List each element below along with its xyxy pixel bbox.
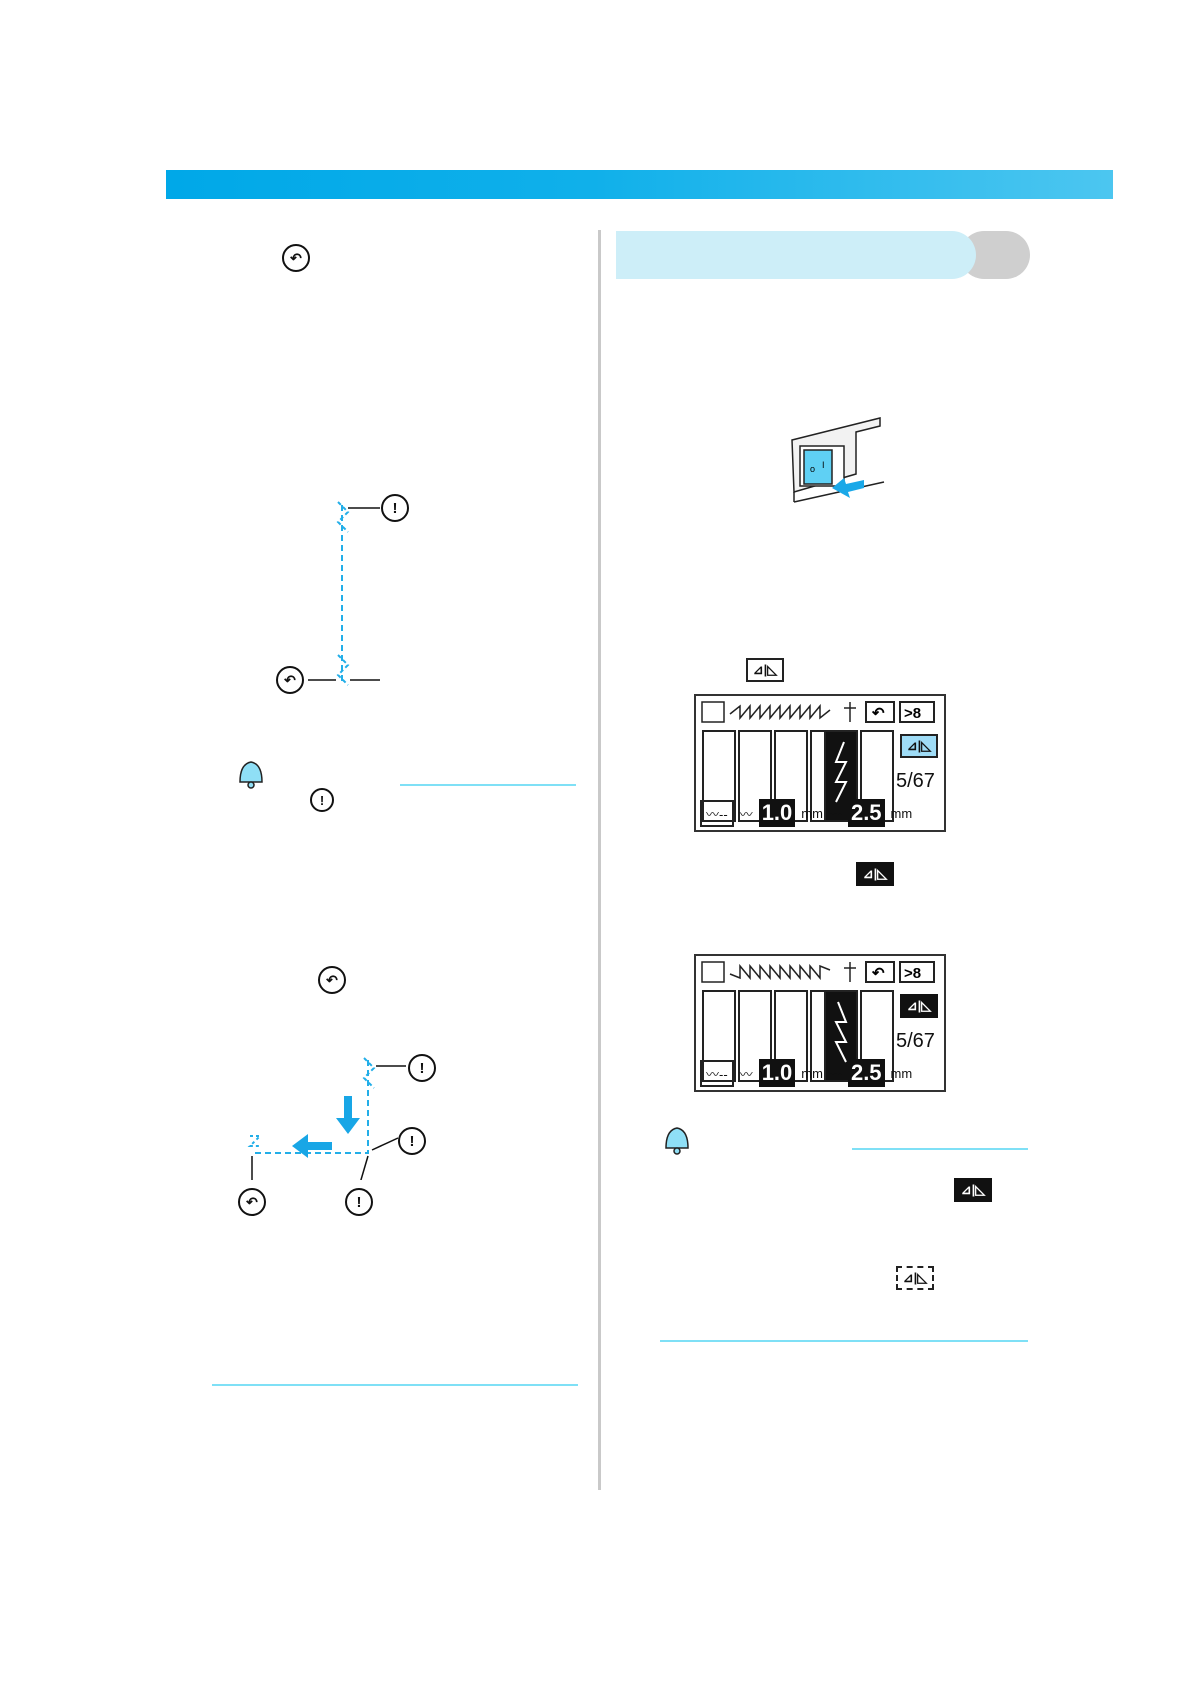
stitch-pattern-cell-selected: [824, 730, 858, 822]
stitch-length-unit: mm: [890, 805, 913, 821]
stitch-width-value: 1.0: [758, 799, 796, 827]
lcd-top-status-row: ↶ >8: [701, 701, 935, 723]
svg-text:>8: >8: [904, 965, 921, 982]
lcd-top-status-row: ↶ >8: [701, 961, 935, 983]
svg-text:↶: ↶: [871, 705, 885, 722]
reinforcement-stitch-icon: !: [310, 788, 334, 812]
column-divider: [598, 230, 601, 1490]
stitch-type-button: 〰--: [700, 1059, 734, 1087]
reverse-stitch-icon: ↶: [276, 666, 304, 694]
lcd-screen-mirrored: ↶ >8 ⊿|◺ 5/67 〰-- 〰 1.0 mm --- 2.5 mm: [694, 954, 946, 1092]
stitch-diagram-straight: [308, 501, 380, 686]
mirror-image-icon: ⊿|◺: [896, 1266, 934, 1290]
reinforcement-stitch-icon: !: [398, 1127, 426, 1155]
stitch-length-value: 2.5: [847, 799, 885, 827]
pattern-counter: 5/67: [896, 1030, 935, 1052]
mirror-image-icon: ⊿|◺: [900, 734, 938, 758]
memo-rule-top: [852, 1148, 1028, 1150]
mirror-image-icon: ⊿|◺: [746, 658, 784, 682]
memo-bell-icon: [239, 761, 263, 789]
reinforcement-stitch-icon: !: [408, 1054, 436, 1082]
memo-rule-top: [400, 784, 576, 786]
reinforcement-stitch-icon: !: [381, 494, 409, 522]
stitch-length-value: 2.5: [847, 1059, 885, 1087]
stitch-type-button: 〰--: [700, 799, 734, 827]
lcd-bottom-row: 〰-- 〰 1.0 mm --- 2.5 mm: [700, 798, 940, 828]
mirror-image-icon: ⊿|◺: [954, 1178, 992, 1202]
stitch-width-unit: mm: [801, 805, 823, 821]
reverse-stitch-icon: ↶: [238, 1188, 266, 1216]
length-icon: ---: [828, 805, 842, 821]
svg-text:↶: ↶: [871, 965, 885, 982]
reinforcement-stitch-icon: !: [345, 1188, 373, 1216]
length-icon: ---: [828, 1065, 842, 1081]
reverse-stitch-icon: ↶: [282, 244, 310, 272]
mirror-image-icon: ⊿|◺: [856, 862, 894, 886]
stitch-pattern-cell: [702, 730, 736, 822]
svg-text:>8: >8: [904, 705, 921, 722]
pattern-counter: 5/67: [896, 770, 935, 792]
mirror-image-icon: ⊿|◺: [900, 994, 938, 1018]
lcd-bottom-row: 〰-- 〰 1.0 mm --- 2.5 mm: [700, 1058, 940, 1088]
stitch-width-unit: mm: [801, 1065, 823, 1081]
power-switch-illustration: o I: [791, 417, 885, 503]
stitch-diagram-corner: [247, 1057, 406, 1180]
memo-bell-icon: [665, 1127, 689, 1155]
stitch-width-value: 1.0: [758, 1059, 796, 1087]
memo-rule-bottom: [212, 1384, 578, 1386]
svg-text:I: I: [822, 460, 825, 470]
width-icon: 〰: [739, 806, 753, 822]
svg-text:o: o: [810, 464, 815, 474]
reverse-stitch-icon: ↶: [318, 966, 346, 994]
page-header-banner: [166, 170, 1113, 199]
section-heading-bar: [616, 231, 976, 279]
stitch-pattern-cell: [702, 990, 736, 1082]
stitch-length-unit: mm: [890, 1065, 913, 1081]
width-icon: 〰: [739, 1066, 753, 1082]
lcd-screen-normal: ↶ >8 ⊿|◺ 5/67 〰-- 〰 1.0 mm --- 2.5 mm: [694, 694, 946, 832]
memo-rule-bottom: [660, 1340, 1028, 1342]
